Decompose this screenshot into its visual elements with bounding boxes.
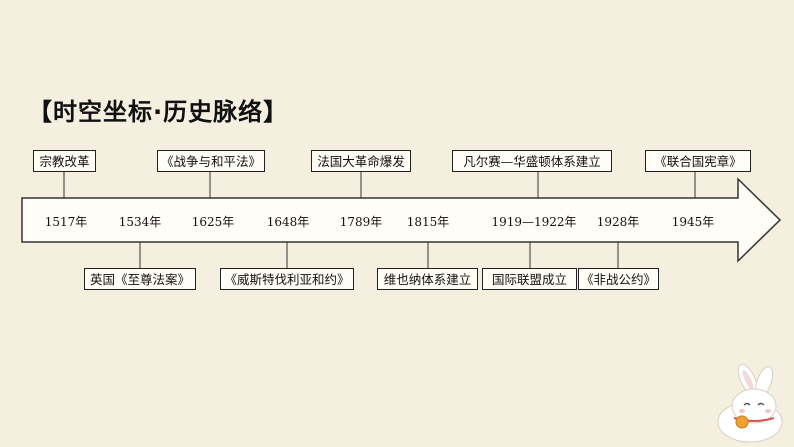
event-box-below: 维也纳体系建立 bbox=[377, 268, 478, 290]
event-box-above: 宗教改革 bbox=[33, 150, 96, 172]
event-box-above: 凡尔赛—华盛顿体系建立 bbox=[452, 150, 612, 172]
event-box-below: 国际联盟成立 bbox=[482, 268, 577, 290]
event-box-below: 英国《至尊法案》 bbox=[84, 268, 196, 290]
year-label: 1648年 bbox=[266, 215, 310, 229]
year-label: 1625年 bbox=[191, 215, 235, 229]
year-label: 1919—1922年 bbox=[491, 215, 577, 229]
rabbit-mascot-icon bbox=[717, 363, 783, 443]
arrow-shape bbox=[21, 177, 782, 263]
event-box-above: 法国大革命爆发 bbox=[311, 150, 411, 172]
year-label: 1517年 bbox=[44, 215, 88, 229]
year-label: 1928年 bbox=[596, 215, 640, 229]
year-label: 1789年 bbox=[339, 215, 383, 229]
page-title: 【时空坐标·历史脉络】 bbox=[28, 98, 289, 126]
year-label: 1815年 bbox=[406, 215, 450, 229]
event-box-above: 《联合国宪章》 bbox=[645, 150, 751, 172]
year-label: 1534年 bbox=[118, 215, 162, 229]
event-box-above: 《战争与和平法》 bbox=[157, 150, 265, 172]
event-box-below: 《威斯特伐利亚和约》 bbox=[220, 268, 354, 290]
year-label: 1945年 bbox=[671, 215, 715, 229]
event-box-below: 《非战公约》 bbox=[578, 268, 659, 290]
